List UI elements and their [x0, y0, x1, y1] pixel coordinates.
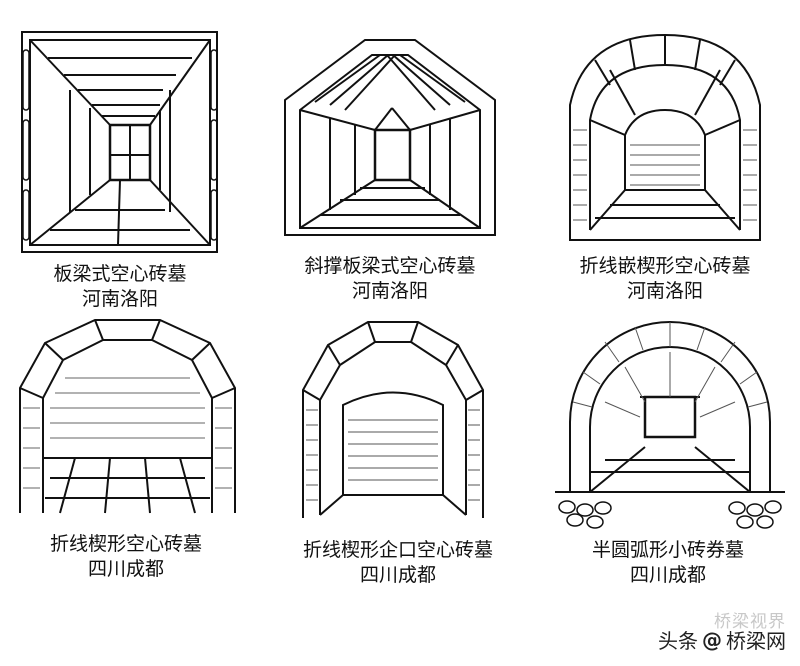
caption-title: 板梁式空心砖墓 [53, 263, 187, 285]
semicircular-vault-tomb-illustration [555, 321, 785, 529]
caption-location: 河南洛阳 [81, 288, 158, 310]
caption-figure-4: 折线楔形空心砖墓 四川成都 [6, 532, 246, 582]
watermark-faint-text: 桥梁视界 [714, 612, 786, 632]
caption-title: 半圆弧形小砖券墓 [591, 539, 744, 561]
caption-figure-3: 折线嵌楔形空心砖墓 河南洛阳 [545, 254, 785, 304]
figure-2-drawing [280, 30, 500, 245]
figure-1-drawing [20, 30, 220, 255]
figure-6-drawing [555, 312, 785, 532]
caption-figure-1: 板梁式空心砖墓 河南洛阳 [0, 262, 240, 312]
figure-3-drawing [565, 30, 765, 245]
figure-5-drawing [298, 320, 488, 520]
watermark-prefix: 头条 [658, 629, 698, 653]
caption-location: 河南洛阳 [626, 280, 703, 302]
caption-location: 河南洛阳 [351, 280, 428, 302]
caption-figure-6: 半圆弧形小砖券墓 四川成都 [548, 538, 788, 588]
caption-title: 斜撑板梁式空心砖墓 [304, 255, 476, 277]
flat-beam-tomb-illustration [21, 31, 218, 253]
caption-location: 四川成都 [359, 564, 436, 586]
caption-title: 折线楔形空心砖墓 [49, 533, 202, 555]
caption-location: 四川成都 [87, 558, 164, 580]
polyline-wedge-tomb-illustration [19, 319, 236, 514]
caption-title: 折线嵌楔形空心砖墓 [579, 255, 751, 277]
caption-figure-2: 斜撑板梁式空心砖墓 河南洛阳 [270, 254, 510, 304]
inlaid-wedge-tomb-illustration [569, 33, 761, 241]
caption-figure-5: 折线楔形企口空心砖墓 四川成都 [278, 538, 518, 588]
watermark-handle: 桥梁网 [726, 629, 786, 653]
strut-beam-tomb-illustration [284, 39, 496, 236]
figure-4-drawing [15, 318, 240, 518]
caption-title: 折线楔形企口空心砖墓 [302, 539, 493, 561]
watermark-at-sign: @ [702, 627, 722, 652]
tongue-groove-tomb-illustration [302, 321, 484, 518]
caption-location: 四川成都 [629, 564, 706, 586]
watermark: 桥梁视界 头条 @ 桥梁网 [658, 612, 786, 654]
